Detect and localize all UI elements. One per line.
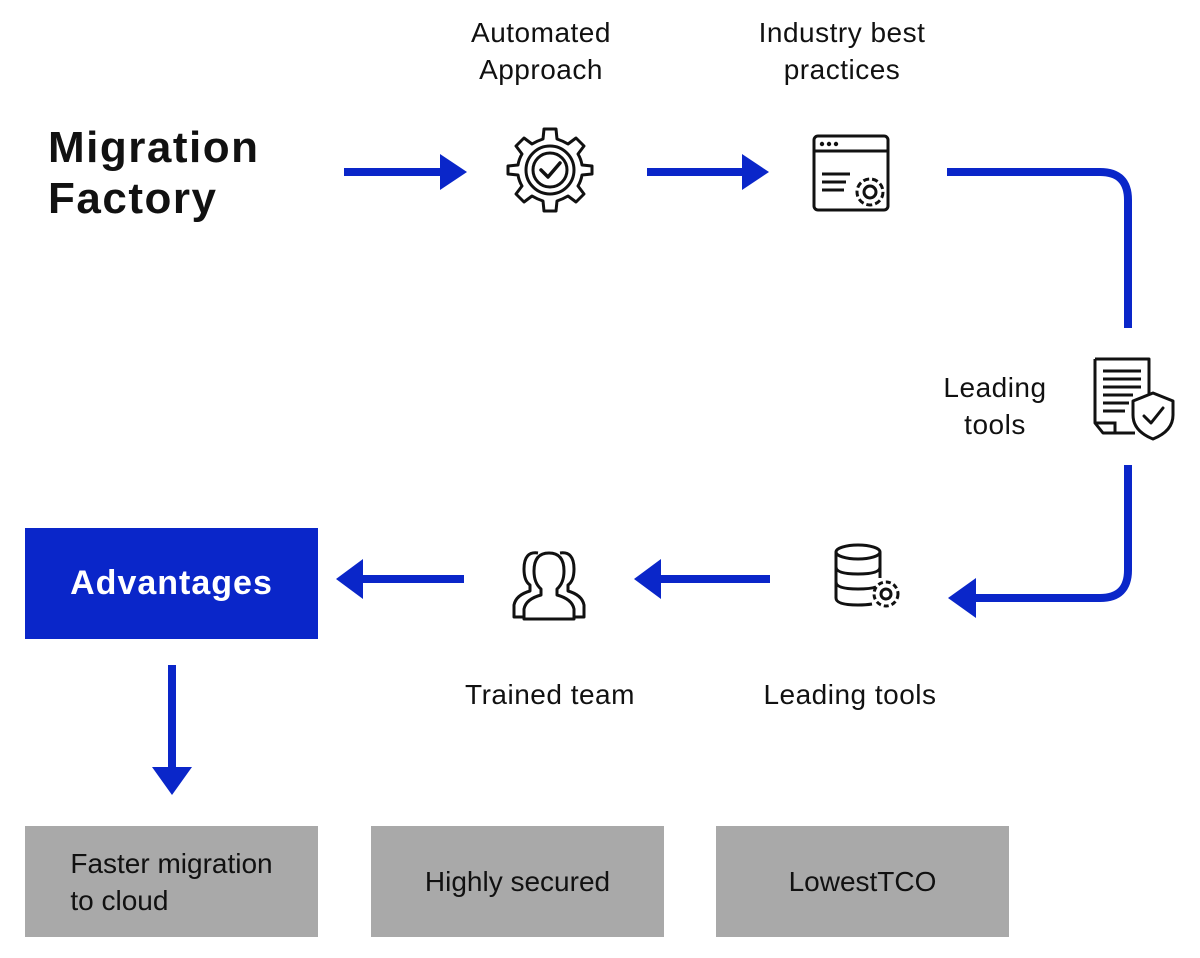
document-shield-icon: [1087, 355, 1177, 441]
arrow-tools-to-database: [948, 465, 1132, 618]
arrow-advantages-to-benefits: [152, 665, 192, 795]
browser-settings-icon: [812, 134, 890, 214]
benefit-faster-migration: Faster migration to cloud: [25, 826, 318, 937]
step-label-leading-tools-side: Leading tools: [943, 372, 1047, 440]
benefit-label: Faster migration to cloud: [70, 847, 273, 916]
title-line-2: Factory: [48, 174, 218, 223]
advantages-label: Advantages: [70, 564, 273, 602]
gear-check-icon: [505, 125, 595, 215]
step-label-automated: Automated Approach: [471, 17, 611, 85]
diagram-title: Migration Factory: [48, 122, 259, 224]
benefit-highly-secured: Highly secured: [371, 826, 664, 937]
title-line-1: Migration: [48, 123, 260, 172]
benefit-lowest-tco: LowestTCO: [716, 826, 1009, 937]
arrow-practices-to-tools-curve: [947, 168, 1132, 328]
benefit-label: LowestTCO: [788, 866, 937, 897]
arrow-team-to-advantages: [336, 559, 464, 599]
team-icon: [510, 545, 588, 623]
arrow-title-to-automated: [344, 154, 467, 190]
arrow-database-to-team: [634, 559, 770, 599]
step-label-best-practices: Industry best practices: [758, 17, 926, 85]
benefit-label: Highly secured: [424, 866, 611, 897]
database-gear-icon: [832, 542, 904, 612]
step-label-trained-team: Trained team: [465, 679, 635, 710]
step-label-leading-tools: Leading tools: [763, 679, 937, 710]
advantages-box: Advantages: [25, 528, 318, 639]
arrow-automated-to-practices: [647, 154, 769, 190]
